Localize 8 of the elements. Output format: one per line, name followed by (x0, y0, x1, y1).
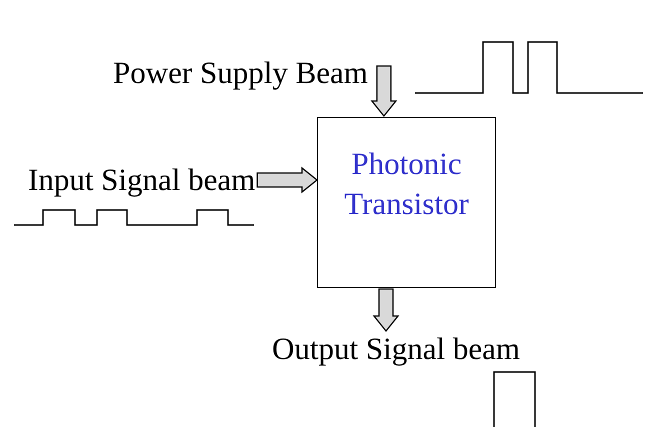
transistor-box (317, 117, 496, 288)
block-arrow (372, 288, 400, 332)
block-arrow (370, 65, 398, 118)
box-label: Photonic Transistor (343, 145, 470, 223)
beam-label: Output Signal beam (272, 332, 520, 366)
block-arrow (256, 166, 318, 194)
beam-label: Input Signal beam (28, 163, 256, 197)
beam-label: Power Supply Beam (113, 56, 368, 90)
